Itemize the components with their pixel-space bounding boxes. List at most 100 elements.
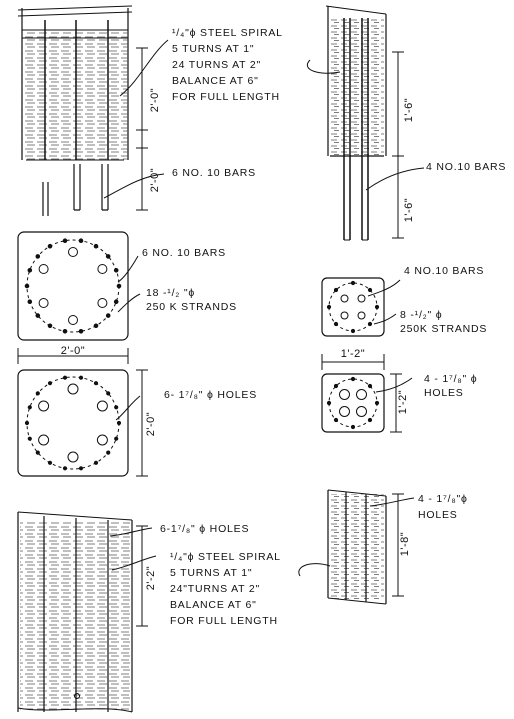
- strand-mark: [35, 254, 41, 259]
- dim-tr-lower: 1'-6": [403, 198, 415, 222]
- strand-mark: [367, 383, 373, 389]
- bar-mark: [38, 264, 49, 274]
- dim-mr-height: 1'-2": [397, 390, 409, 414]
- section-small-strands: [321, 277, 401, 370]
- strand-mark: [113, 299, 119, 305]
- strand-mark: [93, 460, 99, 465]
- strand-mark: [326, 304, 332, 310]
- label-tr-bars: 4 NO.10 BARS: [426, 161, 506, 173]
- elevation-large-pile-top: 2'-0" 2'-0": [17, 5, 169, 216]
- strand-mark: [24, 283, 30, 289]
- strand-mark: [105, 313, 111, 318]
- elevation-small-pile-top: 1'-6" 1'-6": [307, 5, 425, 241]
- label-ml-bars: 6 NO. 10 BARS: [142, 247, 226, 259]
- strand-mark: [350, 280, 356, 286]
- strand-mark: [47, 381, 53, 386]
- strand-mark: [47, 243, 53, 249]
- section-small-holes: 1'-2": [321, 373, 413, 433]
- hole-mark: [339, 389, 350, 400]
- dim-ml-width: 2'-0": [61, 345, 85, 357]
- strand-mark: [105, 254, 111, 259]
- dim-ml-width-line: [17, 348, 129, 364]
- section-large-strands: [17, 231, 141, 341]
- hole-mark: [96, 434, 108, 446]
- strand-mark: [367, 417, 373, 423]
- strand-mark: [116, 283, 122, 289]
- strand-mark: [333, 383, 339, 389]
- dim-tl-upper: 2'-0": [149, 88, 161, 112]
- strand-mark: [116, 420, 122, 426]
- elevation-small-pile-bottom: 1'-8": [298, 489, 415, 605]
- strand-mark: [62, 466, 68, 471]
- bar-mark: [340, 294, 349, 303]
- label-br-holes: 4 - 1⁷/₈"ϕ HOLES: [418, 493, 471, 521]
- strand-mark: [35, 391, 40, 396]
- hole-mark: [38, 400, 50, 412]
- strand-mark: [113, 268, 119, 273]
- strand-mark: [367, 287, 373, 293]
- hole-mark: [38, 434, 50, 446]
- strand-mark: [374, 400, 380, 406]
- strand-mark: [114, 405, 119, 410]
- strand-mark: [47, 323, 53, 329]
- strand-mark: [27, 405, 32, 410]
- label-bl-spiral: ¹/₄"ϕ STEEL SPIRAL 5 TURNS AT 1" 24"TURN…: [170, 551, 284, 627]
- strand-mark: [27, 436, 32, 441]
- bar-mark: [340, 311, 349, 320]
- strand-mark: [35, 450, 40, 455]
- label-ml-holes: 6- 1⁷/₈" ϕ HOLES: [164, 389, 257, 401]
- strand-mark: [27, 268, 33, 273]
- strand-mark: [333, 417, 339, 423]
- label-mr-bars: 4 NO.10 BARS: [404, 265, 484, 277]
- strand-mark: [326, 400, 332, 406]
- strand-mark: [78, 466, 84, 471]
- strand-mark: [114, 436, 119, 441]
- hole-mark: [339, 406, 350, 417]
- strand-mark: [350, 424, 356, 430]
- strand-mark: [106, 450, 111, 455]
- dim-br-height: 1'-8": [399, 532, 411, 556]
- dim-tr-upper: 1'-6": [403, 98, 415, 122]
- bar-mark: [38, 298, 49, 308]
- strand-mark: [78, 375, 84, 380]
- dim-tl-lower: 2'-0": [149, 168, 161, 192]
- strand-mark: [47, 460, 53, 465]
- strand-mark: [374, 304, 380, 310]
- strand-mark: [62, 329, 68, 334]
- strand-mark: [367, 321, 373, 327]
- strand-mark: [78, 329, 84, 334]
- label-mr-strands: 8 -¹/₂" ϕ 250K STRANDS: [400, 309, 487, 335]
- strand-mark: [106, 391, 111, 396]
- dim-bl-height: 2'-2": [145, 566, 157, 590]
- strand-mark: [333, 321, 339, 327]
- bar-mark: [97, 298, 108, 308]
- strand-mark: [62, 238, 68, 243]
- label-ml-strands: 18 -¹/₂ "ϕ 250 K STRANDS: [146, 287, 237, 313]
- section-large-holes: 2'-0": [17, 369, 157, 477]
- dim-ml-height: 2'-0": [145, 412, 157, 436]
- hole-mark: [67, 451, 79, 463]
- elevation-large-pile-bottom: 2'-2": [17, 511, 157, 713]
- hole-mark: [96, 400, 108, 412]
- bar-mark: [97, 264, 108, 274]
- label-tl-spiral: ¹/₄"ϕ STEEL SPIRAL 5 TURNS AT 1" 24 TURN…: [172, 27, 286, 103]
- strand-mark: [78, 238, 84, 243]
- bar-mark: [357, 294, 366, 303]
- strand-mark: [24, 420, 30, 426]
- strand-mark: [350, 328, 356, 334]
- label-mr-holes: 4 - 1⁷/₈" ϕ HOLES: [424, 373, 481, 399]
- strand-mark: [93, 323, 99, 329]
- bar-mark: [357, 311, 366, 320]
- hole-mark: [356, 389, 367, 400]
- hole-mark: [356, 406, 367, 417]
- bar-mark: [68, 315, 78, 325]
- strand-mark: [333, 287, 339, 293]
- label-bl-holes: 6-1⁷/₈" ϕ HOLES: [160, 523, 249, 535]
- strand-mark: [93, 381, 99, 386]
- label-tl-bars: 6 NO. 10 BARS: [172, 167, 256, 179]
- strand-mark: [350, 376, 356, 382]
- strand-mark: [27, 299, 33, 305]
- hole-mark: [67, 383, 79, 395]
- dim-mr-width: 1'-2": [341, 348, 365, 360]
